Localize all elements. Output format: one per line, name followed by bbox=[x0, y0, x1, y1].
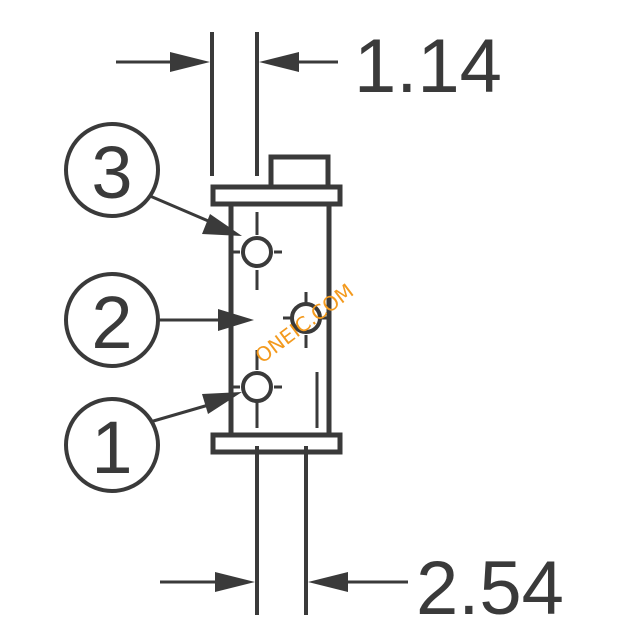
body-bottom-band bbox=[210, 432, 343, 455]
dimension-top: 1.14 bbox=[116, 24, 502, 176]
adjust-screw-tab bbox=[268, 154, 331, 190]
arrow-head-left bbox=[215, 572, 255, 592]
dimension-bottom: 2.54 bbox=[160, 446, 564, 631]
arrow-head-right bbox=[308, 572, 348, 592]
callout-label: 1 bbox=[91, 406, 132, 489]
callout-circle bbox=[64, 397, 160, 493]
pin-2-marker bbox=[283, 292, 330, 348]
dimension-bottom-label: 2.54 bbox=[416, 546, 564, 631]
arrow-head-right bbox=[259, 52, 299, 72]
dimension-top-label: 1.14 bbox=[354, 24, 502, 109]
leader-arrow-head bbox=[202, 392, 242, 414]
callout-pin-1: 1 bbox=[64, 392, 242, 493]
body-top-band bbox=[210, 184, 343, 207]
callout-label: 2 bbox=[91, 281, 132, 364]
pin-1-marker bbox=[233, 350, 319, 428]
leader-arrow-head bbox=[202, 214, 242, 236]
arrow-head-left bbox=[170, 52, 210, 72]
callout-label: 3 bbox=[91, 131, 132, 214]
leader-line bbox=[149, 402, 213, 424]
callout-pin-2: 2 bbox=[64, 272, 254, 368]
callout-pin-3: 3 bbox=[64, 122, 242, 236]
callout-circle bbox=[64, 122, 160, 218]
leader-arrow-head bbox=[218, 309, 254, 331]
pin-3-marker bbox=[233, 212, 282, 290]
